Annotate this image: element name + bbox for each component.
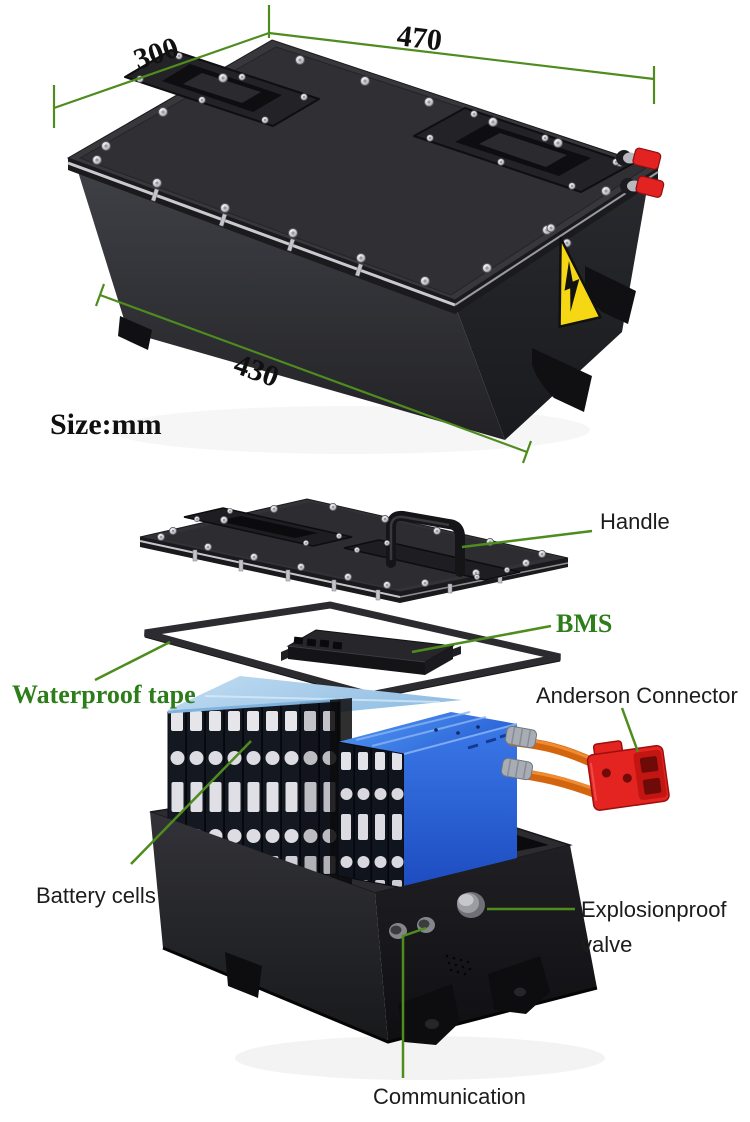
lid2-thickness [140, 537, 568, 603]
case-front-left-wall [150, 812, 388, 1042]
battery-cells-label: Battery cells [36, 883, 156, 908]
power-cables [500, 725, 603, 799]
explosionproof-label-line1: Explosionproof [581, 897, 727, 922]
bms-edge-highlight [287, 645, 426, 663]
crimp-sleeve-1 [504, 725, 538, 749]
anderson-callout-line [620, 707, 640, 753]
size-unit-note: Size:mm [50, 408, 162, 441]
bms-tab-left [281, 649, 288, 661]
moduleB-side-face [404, 724, 517, 888]
exploded-lid [139, 498, 569, 603]
lid-flange-silver-edge [67, 161, 456, 307]
bms-end [425, 646, 453, 675]
handle-recess-left [124, 49, 320, 127]
moduleA-top-streak [204, 695, 441, 703]
explosionproof-valve [457, 892, 485, 918]
battery-right-face [452, 172, 650, 440]
bms-tab-right [453, 646, 461, 657]
power-terminals [616, 147, 665, 198]
communication-callout-line [401, 926, 427, 1078]
bms-front [288, 646, 425, 675]
bms-label: BMS [556, 609, 612, 638]
callout-annotations: Handle BMS Waterproof tape Anderson Conn… [12, 509, 738, 1109]
moduleB-top-edge [403, 723, 518, 755]
high-voltage-warning-icon [558, 236, 602, 328]
handle-recess-right [413, 107, 633, 193]
lid2-recess-slot [218, 516, 318, 538]
case-vent-dots [445, 954, 472, 976]
lid2-studs [192, 549, 503, 601]
crimp-sleeve-2 [500, 757, 534, 781]
dimension-line-430 [99, 293, 528, 454]
lid-flange-silver-edge-right [454, 171, 659, 306]
lid-handle-highlight [389, 515, 450, 560]
moduleA-top [168, 676, 462, 712]
dim-470-label: 470 [395, 19, 444, 57]
battery-cells-callout-line [130, 740, 252, 865]
waterproof-tape-label: Waterproof tape [12, 680, 196, 709]
explosionproof-label-line2: valve [581, 932, 632, 957]
bms-callout-line [411, 624, 552, 654]
dimension-tick [521, 440, 533, 464]
anderson-connector [586, 740, 670, 811]
dimension-line-470 [268, 31, 655, 81]
communication-label: Communication [373, 1084, 526, 1109]
moduleB-top-streaks [355, 711, 487, 747]
case-shadow [235, 1036, 605, 1080]
handle-label: Handle [600, 509, 670, 534]
waterproof-tape-callout-line [94, 640, 171, 682]
moduleB-cell-face [337, 741, 405, 889]
case-and-cells [149, 676, 670, 1080]
exploded-view-render [139, 498, 670, 1080]
dimension-tick [94, 283, 106, 307]
anderson-connector-label: Anderson Connector [536, 683, 738, 708]
flange-studs [150, 188, 364, 277]
side-brackets [118, 266, 636, 412]
assembled-battery-render [66, 39, 665, 454]
handle-callout-line [461, 529, 593, 549]
case-feet [225, 952, 550, 1045]
moduleA-top-edge [167, 698, 341, 714]
lid-flange-shadow [68, 158, 658, 314]
battery-front-face [75, 162, 505, 440]
dimension-line-300 [53, 31, 270, 110]
lid2-silver-edge [139, 540, 401, 598]
bms-board [281, 629, 461, 675]
bms-connectors [293, 636, 343, 650]
